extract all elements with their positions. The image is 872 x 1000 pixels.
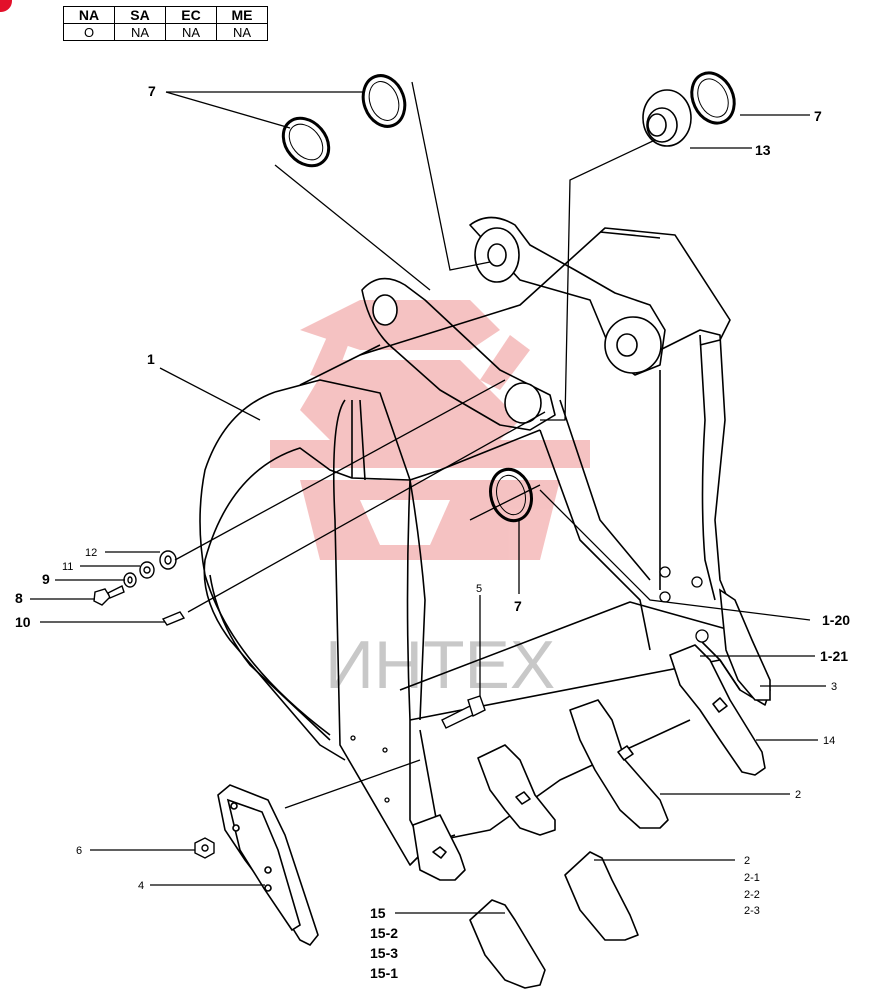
side-cutter-part-3	[719, 588, 771, 701]
watermark-text: ИНТЕХ	[325, 627, 555, 703]
callout-1-20: 1-20	[822, 612, 850, 628]
callout-2-1: 2-1	[744, 872, 760, 884]
callout-14: 14	[823, 735, 835, 747]
side-bolt-heads	[350, 566, 709, 803]
callout-2-3: 2-3	[744, 905, 760, 917]
value-me: NA	[216, 23, 268, 41]
side-cutter-part-4	[217, 784, 319, 947]
callout-1: 1	[147, 351, 155, 367]
callout-13: 13	[755, 142, 771, 158]
callout-9: 9	[42, 571, 50, 587]
callout-6: 6	[76, 845, 82, 857]
callout-8: 8	[15, 590, 23, 606]
value-na: O	[63, 23, 115, 41]
leader-lines	[30, 81, 826, 914]
callout-15-1: 15-1	[370, 965, 398, 981]
callout-10: 10	[15, 614, 31, 630]
callout-4: 4	[138, 880, 144, 892]
callout-2-upper: 2	[795, 789, 801, 801]
bucket-teeth	[412, 644, 766, 989]
callout-15: 15	[370, 905, 386, 921]
value-sa: NA	[114, 23, 166, 41]
callout-7-top-left: 7	[148, 83, 156, 99]
callout-11: 11	[62, 561, 73, 573]
callout-12: 12	[85, 547, 97, 559]
watermark-logo	[270, 300, 590, 560]
pin-bosses	[372, 227, 662, 424]
o-rings	[281, 71, 736, 523]
callout-2-2: 2-2	[744, 889, 760, 901]
table-value-row: O NA NA NA	[63, 23, 268, 41]
callout-15-2: 15-2	[370, 925, 398, 941]
callout-5: 5	[476, 583, 482, 595]
callout-7-center: 7	[514, 598, 522, 614]
callout-3: 3	[831, 681, 837, 693]
callout-15-3: 15-3	[370, 945, 398, 961]
hardware-parts	[93, 550, 486, 859]
header-sa: SA	[114, 6, 166, 24]
table-header-row: NA SA EC ME	[63, 6, 268, 24]
region-applicability-table: NA SA EC ME O NA NA NA	[63, 6, 268, 41]
callout-7-top-right: 7	[814, 108, 822, 124]
callout-1-21: 1-21	[820, 648, 848, 664]
bushing-part-13	[642, 89, 692, 147]
callout-2-lower: 2	[744, 855, 750, 867]
